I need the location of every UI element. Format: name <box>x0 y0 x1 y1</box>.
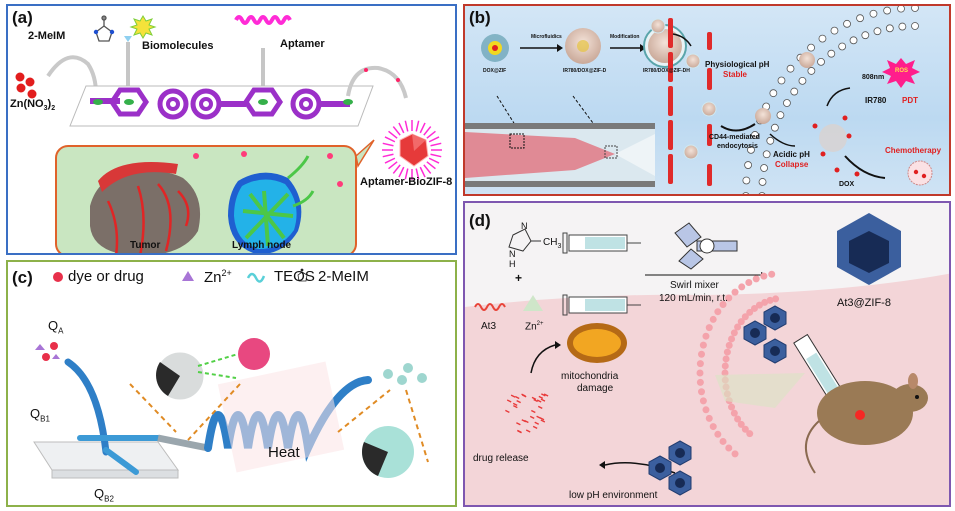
panel-a-illustration <box>8 6 457 255</box>
ring-nh-h: H <box>509 259 516 269</box>
microfluidic-capillary <box>465 123 655 187</box>
cell-membrane <box>742 6 918 196</box>
ros-label: ROS <box>895 68 908 74</box>
legend-teos-icon <box>248 274 264 282</box>
zinc-nitrate-label: Zn(NO3)2 <box>10 98 55 112</box>
panel-c: (c) dye or drug Zn2+ TE <box>6 260 457 507</box>
low-ph-label: low pH environment <box>569 490 657 501</box>
tumor-label: Tumor <box>130 240 160 251</box>
endocytosis-label: endocytosis <box>717 143 758 150</box>
step-ir780-dox-zif-dh: IR780/DOX@ZIF-DH <box>643 68 690 74</box>
mitochondria-label: mitochondria <box>561 371 618 382</box>
dox-label: DOX <box>839 181 854 188</box>
legend-2meim-label: 2-MeIM <box>318 268 369 285</box>
at3-label: At3 <box>481 321 496 332</box>
ring-n-top: N <box>521 221 528 231</box>
aptamer-icon <box>236 17 290 23</box>
flow-qb2-label: QB2 <box>94 486 114 504</box>
modification-label: Modification <box>610 34 639 40</box>
microfluidics-label: Microfluidics <box>531 34 562 40</box>
product-label: Aptamer-BioZIF-8 <box>360 176 452 188</box>
panel-c-illustration <box>8 262 457 507</box>
cd44-label: CD44-mediated <box>709 134 760 141</box>
plus-sign: + <box>515 271 522 285</box>
physiological-ph-label: Physiological pH <box>705 60 769 69</box>
legend-dye-label: dye or drug <box>68 268 144 285</box>
dox-zif-particle-icon <box>481 34 509 62</box>
cancer-cell-icon <box>908 161 932 185</box>
flow-qa-label: QA <box>48 318 63 336</box>
zif-core-icon <box>238 338 270 370</box>
linker-label: 2-MeIM <box>28 30 65 42</box>
heat-label: Heat <box>268 444 300 461</box>
collapse-label: Collapse <box>775 160 808 169</box>
laser-label: 808nm <box>862 74 884 81</box>
drug-release-label: drug release <box>473 453 529 464</box>
swirl-mixer-label: Swirl mixer <box>670 280 719 291</box>
panel-a: (a) <box>6 4 457 255</box>
pdt-label: PDT <box>902 96 918 105</box>
flow-rate-label: 120 mL/min, r.t. <box>659 293 728 304</box>
damage-label: damage <box>577 383 613 394</box>
panel-b: (b) <box>463 4 951 196</box>
ir780-dox-zif-d-particle-icon <box>565 28 601 64</box>
collapsed-particle <box>819 124 847 152</box>
acidic-ph-label: Acidic pH <box>773 150 810 159</box>
syringe-top-icon <box>563 233 641 253</box>
stable-label: Stable <box>723 70 747 79</box>
biomolecule-icon <box>131 16 155 38</box>
legend-zn-icon <box>182 271 194 281</box>
aptamer-label: Aptamer <box>280 38 325 50</box>
legend-teos-label: TEOS <box>274 268 315 285</box>
zn-label: Zn2+ <box>525 321 544 332</box>
zinc-ions-icon <box>16 73 37 99</box>
panel-d: (d) <box>463 201 951 507</box>
panel-d-illustration <box>465 203 951 507</box>
step-dox-zif: DOX@ZIF <box>483 68 506 74</box>
aptamer-biozif8-particle-icon <box>382 120 442 180</box>
ch3-label: CH3 <box>543 237 561 250</box>
chemotherapy-label: Chemotherapy <box>885 146 941 155</box>
2-meim-molecule-icon <box>94 16 114 41</box>
step-ir780-dox-zif-d: IR780/DOX@ZIF-D <box>563 68 606 74</box>
lymph-node-label: Lymph node <box>232 240 291 251</box>
at3-zif8-label: At3@ZIF-8 <box>837 297 891 309</box>
swirl-mixer-icon <box>675 223 737 269</box>
legend-zn-label: Zn2+ <box>204 268 232 286</box>
biomolecules-label: Biomolecules <box>142 40 214 52</box>
legend-dye-icon <box>53 272 63 282</box>
2-methylimidazole-structure <box>509 229 541 251</box>
ring-nh-n: N <box>509 249 516 259</box>
ir780-dox-zif-dh-particle-icon <box>644 25 686 67</box>
ir780-label: IR780 <box>865 96 886 105</box>
flow-qb1-label: QB1 <box>30 406 50 424</box>
